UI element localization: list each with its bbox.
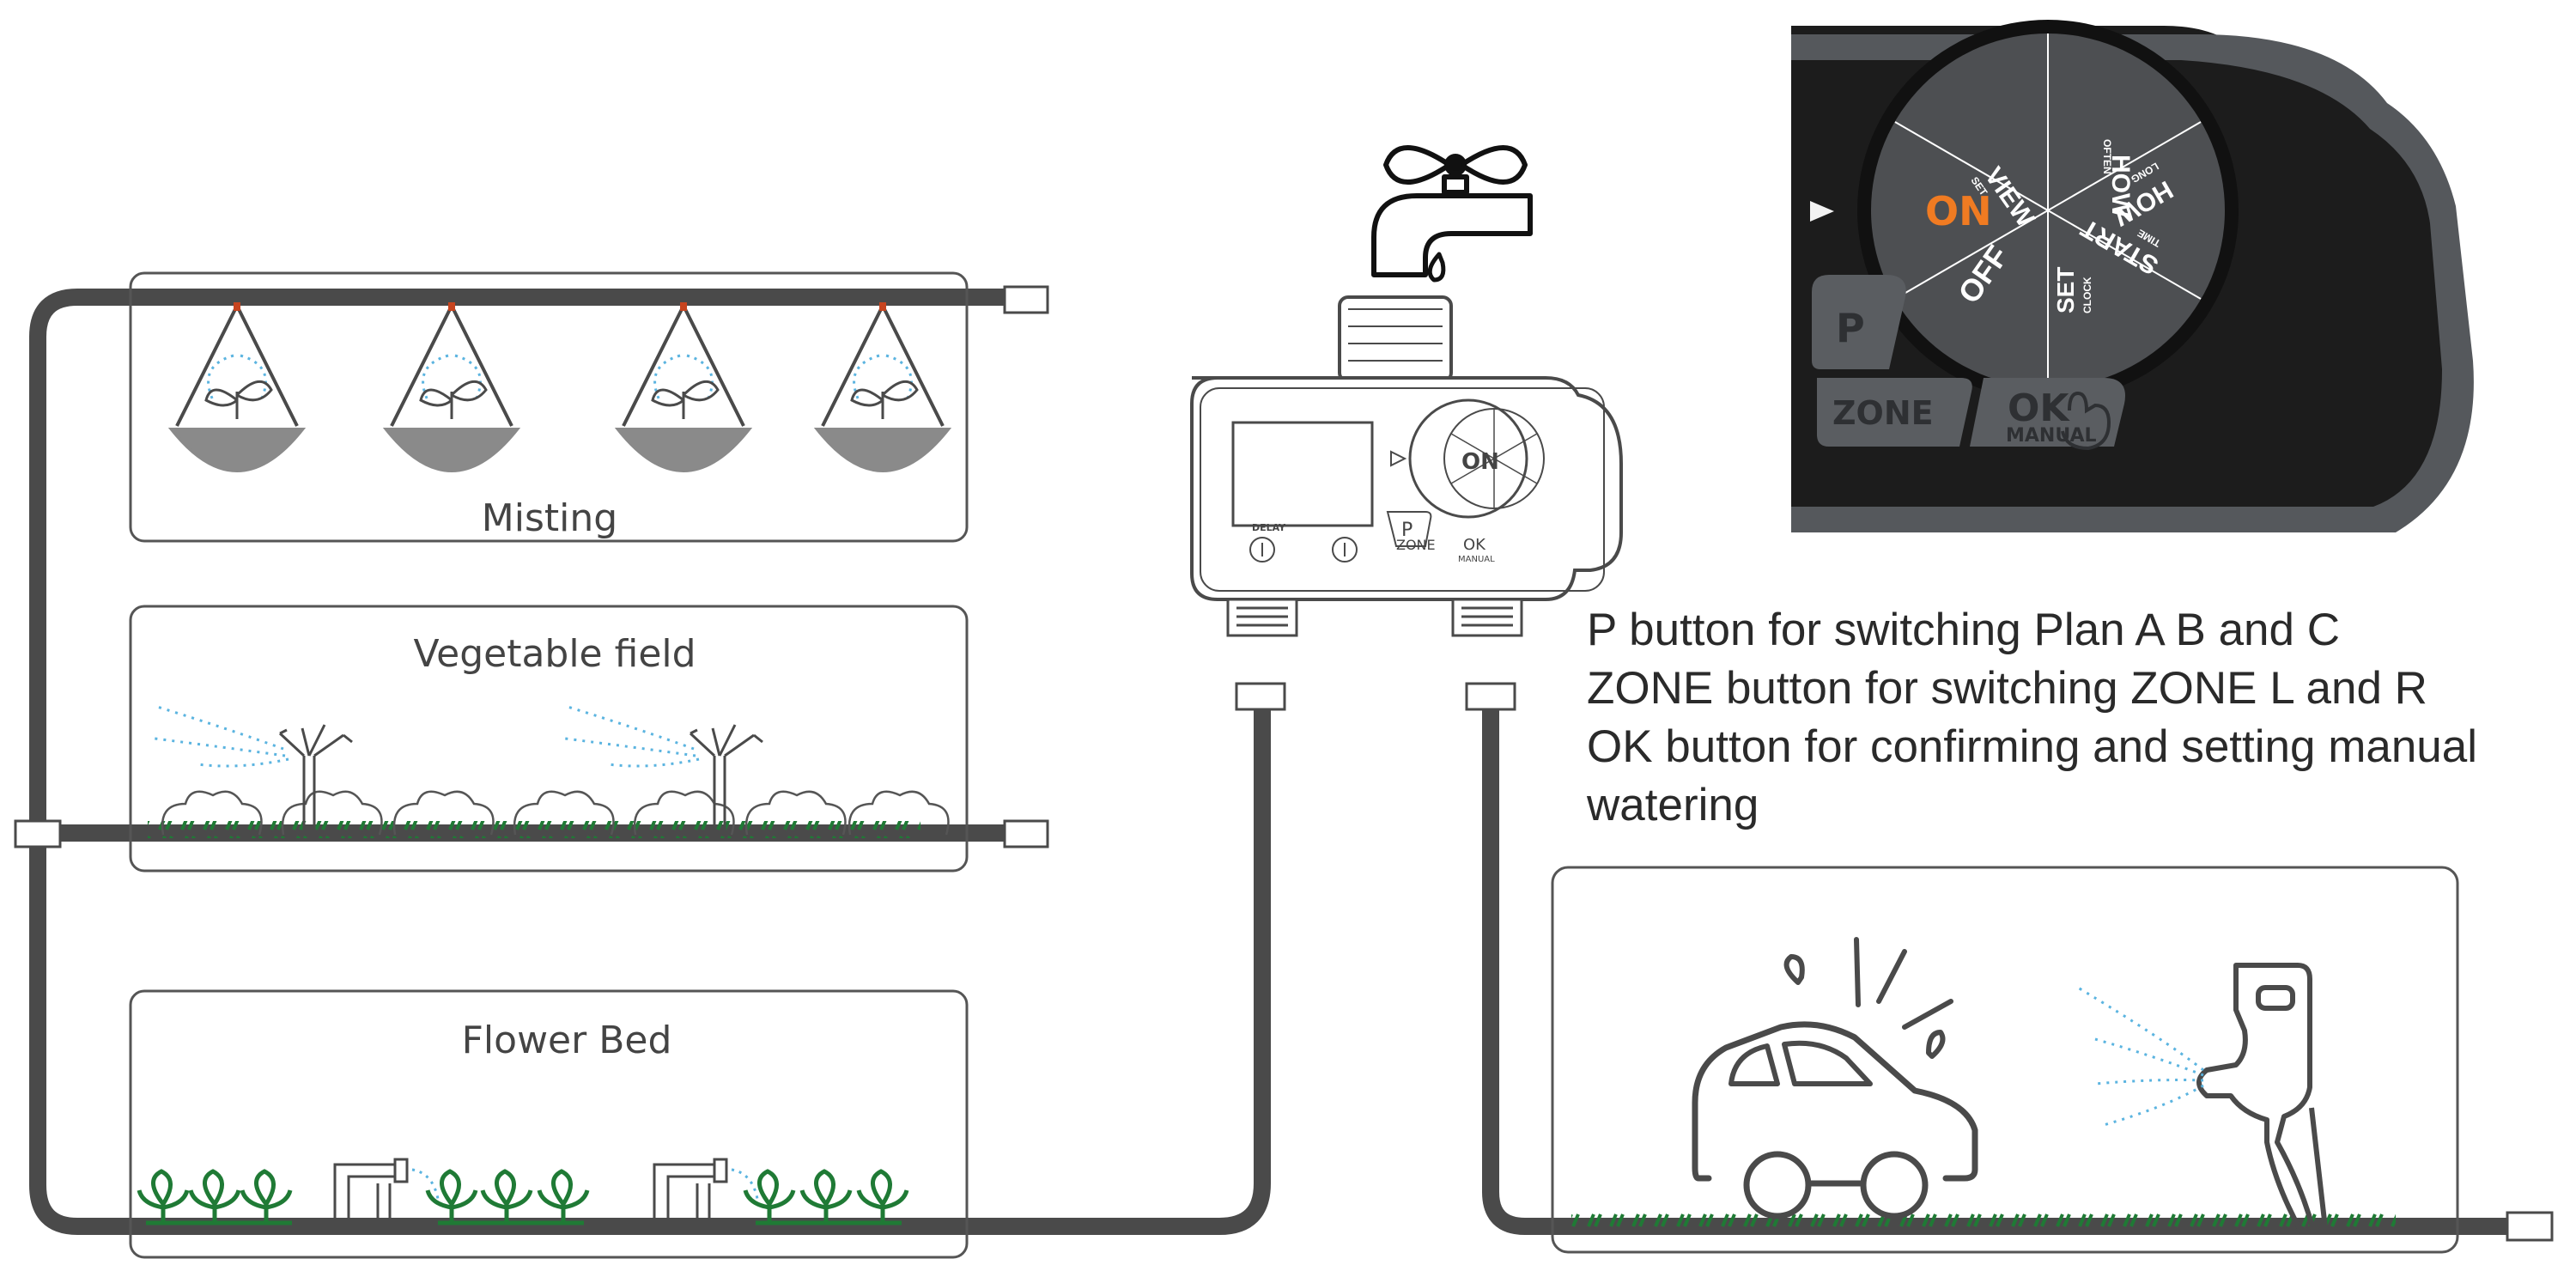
water-timer-device: ON P ZONE OK MANUAL DELAY <box>1190 295 1623 637</box>
car-wash-panel <box>1551 866 2459 1254</box>
timer-zone-label: ZONE <box>1396 537 1436 553</box>
zone-button-label[interactable]: ZONE <box>1832 394 1934 432</box>
play-arrow-icon <box>1810 201 1834 222</box>
dial-on-label: ON <box>1925 188 1992 234</box>
timer-on-label: ON <box>1461 449 1499 475</box>
pipe-end-cap-middle <box>1003 819 1049 848</box>
vegetable-field-panel: Vegetable field <box>129 605 969 873</box>
timer-manual-label: MANUAL <box>1458 555 1495 564</box>
vegetable-field-label: Vegetable field <box>413 632 696 676</box>
p-button-description: P button for switching Plan A B and C <box>1587 605 2341 655</box>
button-descriptions: P button for switching Plan A B and C ZO… <box>1587 601 2566 835</box>
manual-button-label: MANUAL <box>2006 425 2097 447</box>
rotary-sprinkler <box>154 704 763 833</box>
timer-closeup: ON OFF VIEW SET HOW OFTEN HOW LONG START… <box>1791 20 2567 543</box>
ok-button-description: OK button for confirming and setting man… <box>1587 721 2478 830</box>
hand-press-icon <box>2061 391 2111 451</box>
spray-gun-icon <box>2077 963 2328 1234</box>
dial-set-sub-label: CLOCK <box>2081 277 2093 313</box>
dial-how-often-label: HOW <box>2106 155 2135 218</box>
timer-delay-label: DELAY <box>1252 522 1286 533</box>
timer-ok-label: OK <box>1463 536 1486 554</box>
hanging-planter <box>167 302 952 472</box>
shrub-row <box>161 790 950 836</box>
timer-outlet-right-connector <box>1465 682 1516 711</box>
car-icon <box>1692 937 1978 1219</box>
bubbler-stake <box>333 1158 759 1226</box>
dial-how-often-sub-label: OFTEN <box>2101 139 2113 174</box>
faucet-icon <box>1371 145 1533 283</box>
timer-p-label: P <box>1401 520 1413 541</box>
dial-set-label: SET <box>2052 267 2079 313</box>
pipe-end-cap-right <box>2506 1211 2554 1242</box>
right-pipe <box>1482 697 2533 1235</box>
flower-bed-panel: Flower Bed <box>129 989 969 1259</box>
pipe-end-cap-top <box>1003 285 1049 314</box>
flower-plants <box>137 1169 907 1225</box>
ok-button-label[interactable]: OK <box>2008 386 2070 430</box>
flower-bed-label: Flower Bed <box>462 1019 672 1062</box>
timer-outlet-left-connector <box>1235 682 1286 711</box>
misting-label: Misting <box>482 496 617 540</box>
pipe-tee-connector <box>14 819 62 848</box>
p-button-label[interactable]: P <box>1836 305 1865 351</box>
dial-dividers <box>1894 33 2202 387</box>
grass-strip-right <box>1571 1211 2396 1228</box>
misting-panel: Misting <box>129 271 969 543</box>
zone-button-description: ZONE button for switching ZONE L and R <box>1587 663 2427 714</box>
grass-strip <box>148 821 920 838</box>
